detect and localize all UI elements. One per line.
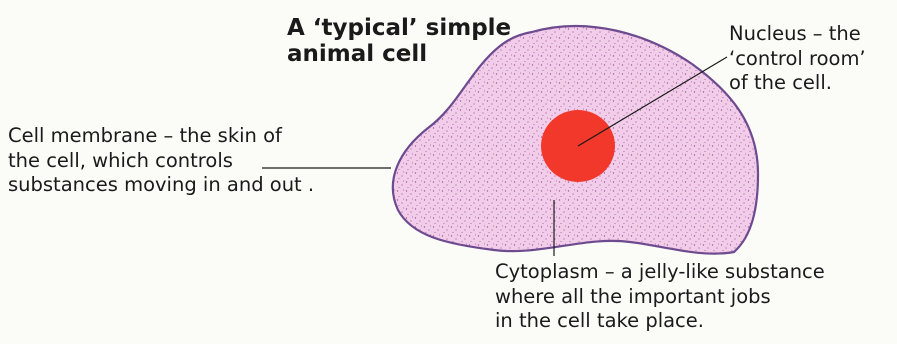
cytoplasm-label-line-3: in the cell take place. — [495, 311, 825, 331]
cytoplasm-label: Cytoplasm – a jelly-like substance where… — [495, 262, 825, 336]
cytoplasm-label-line-2: where all the important jobs — [495, 287, 825, 307]
nucleus-label-line-3: of the cell. — [729, 73, 866, 93]
nucleus-label-line-1: Nucleus – the — [729, 24, 866, 44]
diagram-title: A ‘typical’ simple animal cell — [287, 17, 511, 69]
membrane-label-line-1: Cell membrane – the skin of — [8, 126, 314, 146]
title-line-1: A ‘typical’ simple — [287, 17, 511, 40]
membrane-label-line-2: the cell, which controls — [8, 151, 314, 171]
membrane-label-line-3: substances moving in and out . — [8, 175, 314, 195]
nucleus-label-line-2: ‘control room’ — [729, 49, 866, 69]
membrane-label: Cell membrane – the skin of the cell, wh… — [8, 126, 314, 200]
title-line-2: animal cell — [287, 43, 511, 66]
cytoplasm-label-line-1: Cytoplasm – a jelly-like substance — [495, 262, 825, 282]
nucleus-label: Nucleus – the ‘control room’ of the cell… — [729, 24, 866, 98]
